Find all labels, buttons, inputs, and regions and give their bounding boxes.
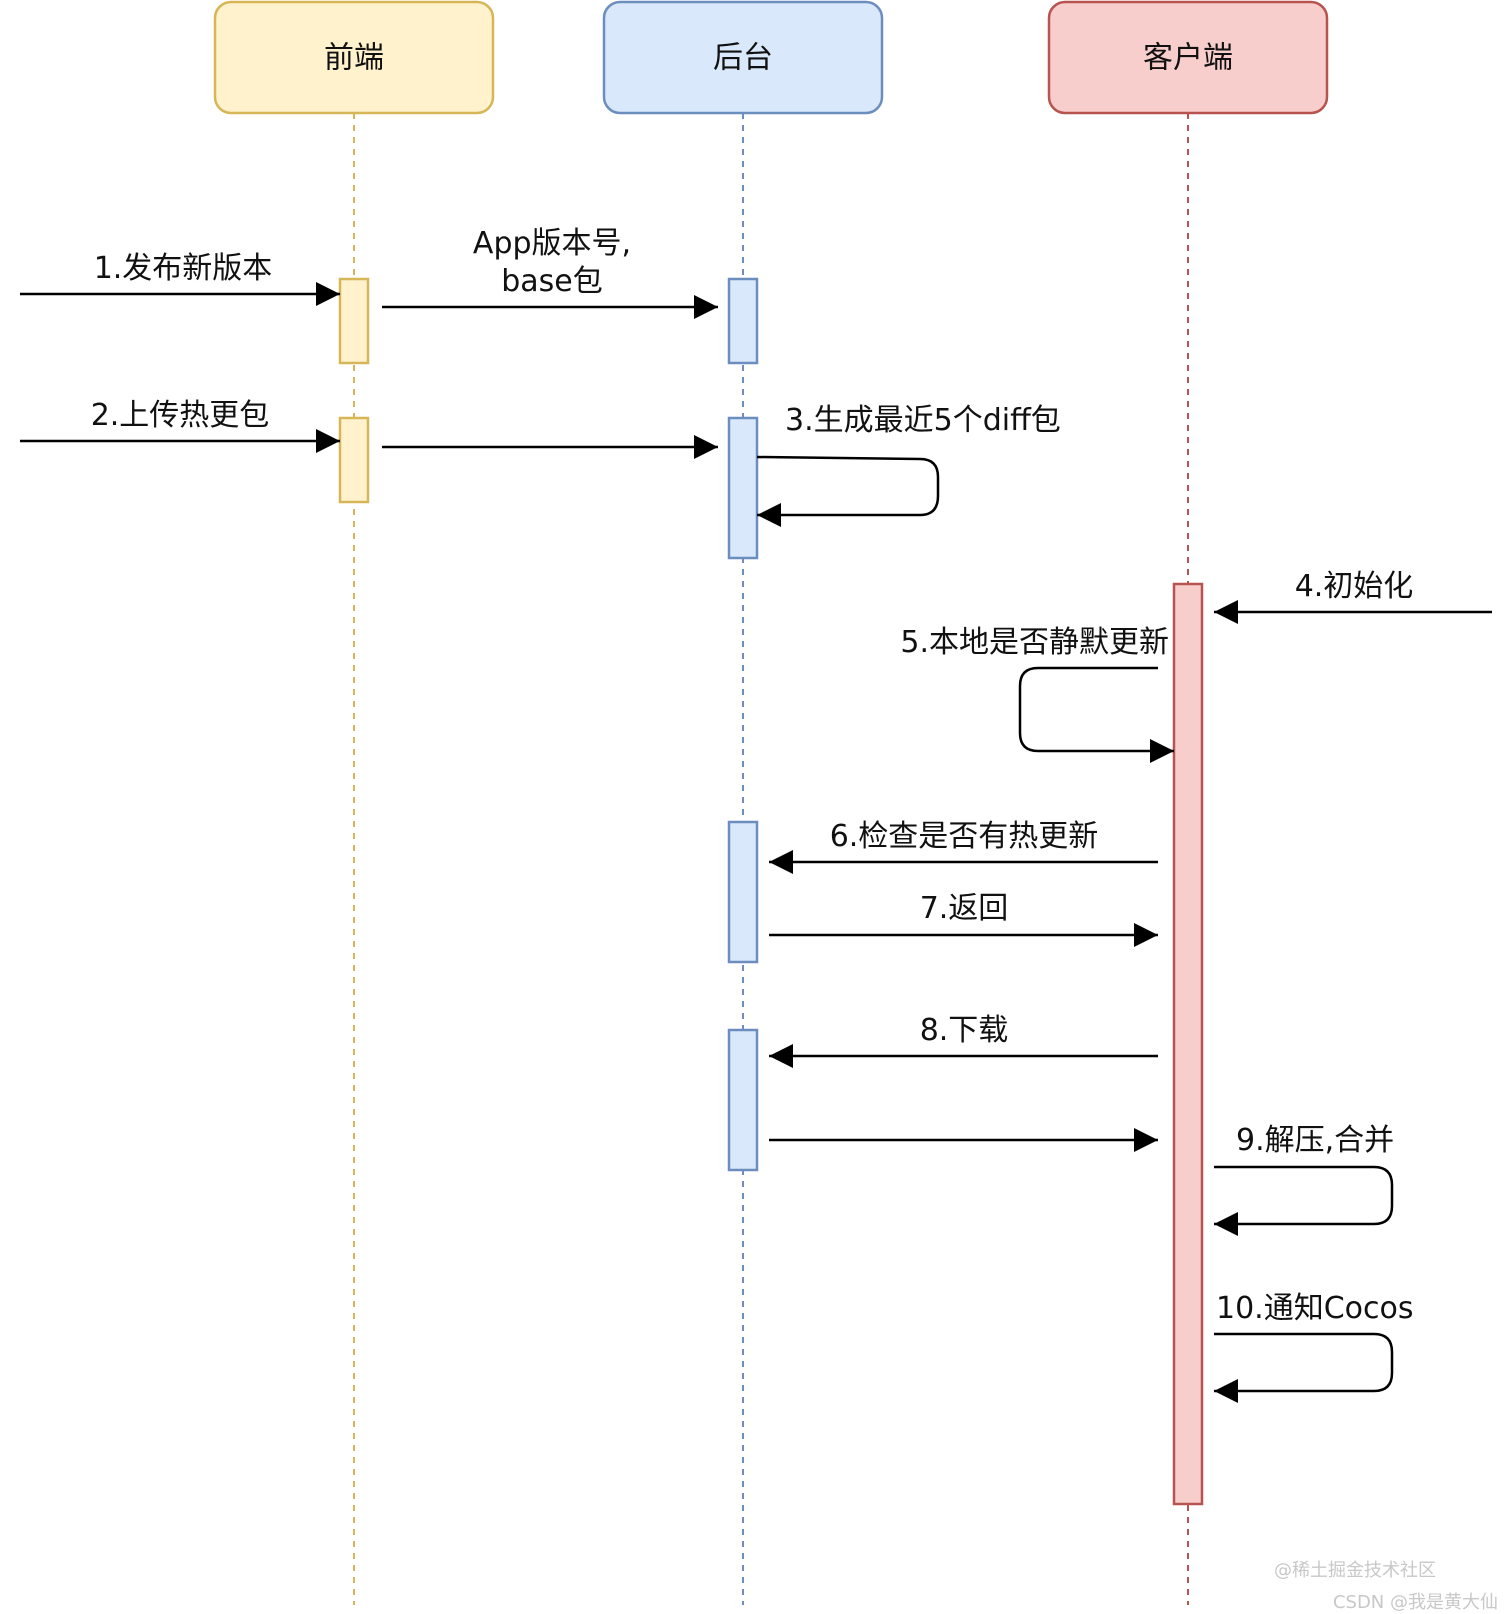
participant-client-box (1047, 0, 1329, 115)
message-10-label: 10.通知Cocos (1216, 1291, 1414, 1326)
message-1b-label-line2: base包 (501, 264, 603, 299)
activation-backend-1 (727, 277, 759, 365)
message-3-label: 3.生成最近5个diff包 (785, 403, 1061, 438)
participant-frontend: 前端 (213, 0, 495, 115)
participant-backend-box (602, 0, 884, 115)
message-7-label: 7.返回 (920, 891, 1009, 926)
activation-client (1172, 582, 1204, 1506)
message-9-label: 9.解压,合并 (1236, 1123, 1394, 1158)
participant-client: 客户端 (1047, 0, 1329, 115)
participant-frontend-label: 前端 (324, 41, 384, 76)
activation-frontend-1 (338, 277, 370, 365)
activation-frontend-2 (338, 416, 370, 504)
participant-client-label: 客户端 (1143, 41, 1233, 76)
message-4-label: 4.初始化 (1295, 569, 1414, 604)
message-9-loop-arrow (1214, 1165, 1394, 1236)
message-5-label: 5.本地是否静默更新 (900, 625, 1169, 660)
message-10-loop-arrow (1214, 1332, 1394, 1403)
message-8-label: 8.下载 (920, 1013, 1009, 1048)
message-1b-label-line1: App版本号, (473, 226, 631, 261)
participant-frontend-box (213, 0, 495, 115)
activation-backend-2 (727, 416, 759, 560)
activation-backend-3 (727, 820, 759, 964)
message-5-loop-arrow (1018, 666, 1174, 763)
watermark-csdn: CSDN @我是黄大仙 (1332, 1592, 1498, 1613)
message-6-label: 6.检查是否有热更新 (830, 819, 1099, 854)
message-1-label: 1.发布新版本 (94, 251, 273, 286)
message-3-loop-arrow (756, 455, 940, 527)
participant-backend: 后台 (602, 0, 884, 115)
message-2-label: 2.上传热更包 (91, 398, 270, 433)
watermark-juejin: @稀土掘金技术社区 (1274, 1560, 1436, 1581)
activation-backend-4 (727, 1028, 759, 1172)
participant-backend-label: 后台 (713, 41, 773, 76)
